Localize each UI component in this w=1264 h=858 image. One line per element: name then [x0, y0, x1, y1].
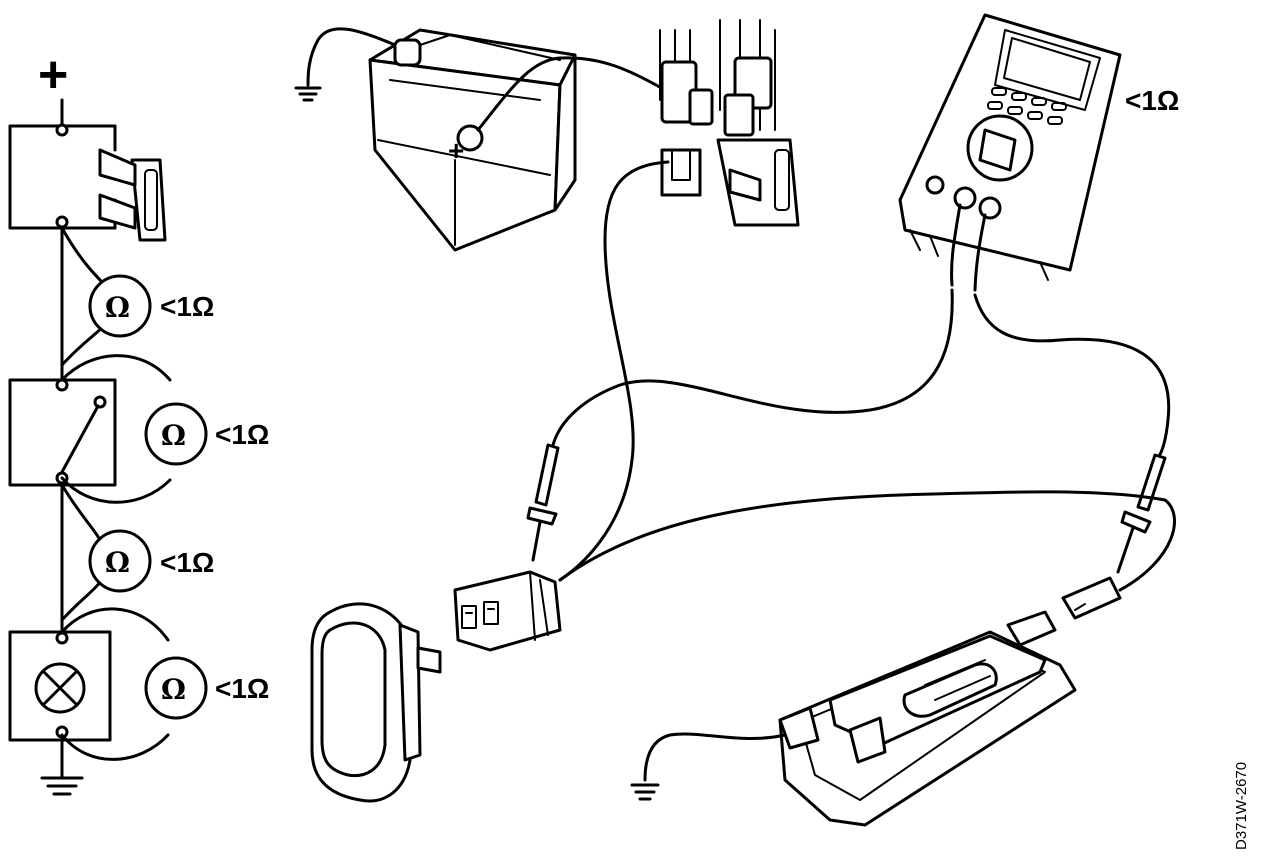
ground-symbol	[40, 776, 84, 796]
positive-supply-symbol: +	[38, 46, 68, 104]
multimeter-reading: <1Ω	[1125, 85, 1179, 116]
multimeter-illustration: <1Ω	[898, 13, 1179, 292]
reading-2: <1Ω	[215, 419, 269, 450]
reading-4: <1Ω	[215, 673, 269, 704]
ohmmeter-4: Ω	[144, 656, 208, 720]
ohm-symbol: Ω	[105, 291, 130, 324]
reading-1: <1Ω	[160, 291, 214, 322]
switch-schematic	[8, 378, 117, 487]
ohmmeter-2: Ω	[144, 402, 208, 466]
fuse-box-illustration	[659, 19, 800, 227]
lamp-schematic	[8, 630, 112, 742]
ohm-symbol: Ω	[161, 419, 186, 452]
lamp-unit-illustration	[630, 576, 1122, 827]
circuit-schematic: + Ω <1Ω	[8, 46, 269, 796]
svg-text:+: +	[448, 135, 464, 166]
fuse-schematic	[8, 123, 167, 242]
ohm-symbol: Ω	[161, 673, 186, 706]
ohm-symbol: Ω	[105, 546, 130, 579]
ohmmeter-3: Ω	[88, 529, 152, 593]
ohmmeter-1: Ω	[88, 274, 152, 338]
test-probe-2	[1116, 453, 1167, 574]
switch-connector-plug	[453, 570, 562, 652]
reading-3: <1Ω	[160, 547, 214, 578]
test-probe-1	[526, 443, 560, 562]
reference-code: D371W-2670	[1233, 762, 1250, 850]
test-leads	[526, 160, 1176, 592]
rocker-switch-illustration	[310, 602, 442, 803]
battery-illustration: +	[294, 27, 667, 252]
blade-fuse-icon	[98, 148, 167, 242]
